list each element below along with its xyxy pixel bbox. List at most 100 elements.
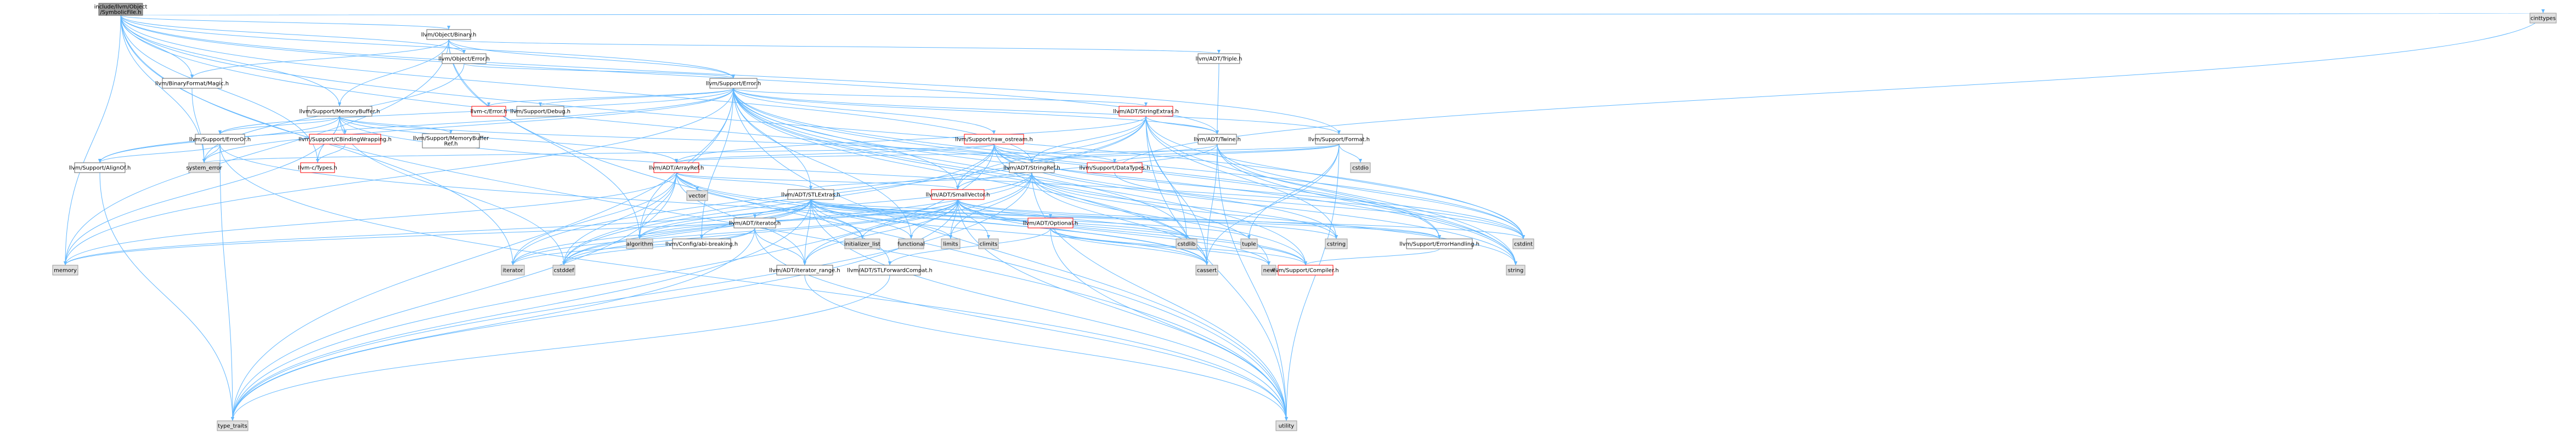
graph-node-stlfwd[interactable]: llvm/ADT/STLForwardCompat.h	[847, 265, 933, 276]
dependency-edge	[65, 199, 811, 266]
node-label: llvm/BinaryFormat/Magic.h	[155, 81, 229, 87]
dependency-edge	[1286, 144, 1340, 421]
graph-node-functional: functional	[897, 238, 925, 249]
node-box	[217, 420, 248, 431]
dependency-edge	[563, 199, 958, 266]
graph-node-magic[interactable]: llvm/BinaryFormat/Magic.h	[155, 78, 229, 89]
graph-node-cbinding[interactable]: llvm/Support/CBindingWrapping.h	[298, 134, 392, 145]
dependency-edge	[191, 88, 205, 163]
graph-node-objbinary[interactable]: llvm/Object/Binary.h	[421, 29, 477, 40]
dependency-edge	[810, 199, 890, 266]
edge-arrowhead	[1049, 214, 1052, 218]
graph-node-errorhandling[interactable]: llvm/Support/ErrorHandling.h	[1399, 238, 1479, 249]
graph-node-triple[interactable]: llvm/ADT/Triple.h	[1196, 53, 1242, 64]
dependency-edge	[639, 199, 811, 239]
edge-arrowhead	[1335, 235, 1338, 239]
dependency-edge	[65, 199, 958, 266]
edge-arrowhead	[1522, 235, 1525, 239]
graph-node-stringextras[interactable]: llvm/ADT/StringExtras.h	[1113, 106, 1179, 117]
node-label: utility	[1279, 424, 1295, 430]
dependency-edge	[563, 227, 755, 266]
node-label: memory	[54, 268, 77, 274]
edge-arrowhead	[231, 417, 234, 421]
graph-node-memorybuffer[interactable]: llvm/Support/MemoryBuffer.h	[299, 106, 380, 117]
edge-arrowhead	[700, 235, 703, 239]
dependency-edge	[232, 227, 755, 421]
graph-node-vector: vector	[686, 190, 708, 201]
graph-node-root[interactable]: include/llvm/Object/SymbolicFile.h	[94, 3, 148, 16]
dependency-edge	[232, 144, 995, 421]
dependency-edge	[1031, 144, 1340, 163]
graph-nodes: include/llvm/Object/SymbolicFile.h cintty…	[52, 3, 2557, 431]
dependency-edge	[810, 199, 951, 239]
graph-node-compiler[interactable]: llvm/Support/Compiler.h	[1272, 265, 1339, 276]
graph-node-stlextras[interactable]: llvm/ADT/STLExtras.h	[781, 189, 840, 200]
dependency-edge	[120, 15, 340, 107]
node-label: llvm/ADT/STLExtras.h	[781, 192, 840, 198]
graph-node-datatypes[interactable]: llvm/Support/DataTypes.h	[1079, 162, 1150, 173]
dependency-edge	[1145, 116, 1524, 239]
graph-node-smallvector[interactable]: llvm/ADT/SmallVector.h	[926, 189, 990, 200]
dependency-edge	[464, 63, 734, 79]
node-box	[1275, 420, 1297, 431]
node-box	[978, 238, 999, 249]
graph-node-alignof[interactable]: llvm/Support/AlignOf.h	[69, 162, 131, 173]
dependency-edge	[957, 144, 995, 190]
dependency-edge	[733, 88, 1516, 266]
graph-node-stringref[interactable]: llvm/ADT/StringRef.h	[1003, 162, 1060, 173]
dependency-edge	[889, 227, 1051, 266]
graph-node-tuple: tuple	[1240, 238, 1258, 249]
dependency-edge	[733, 88, 1146, 107]
node-box	[941, 238, 961, 249]
edge-arrowhead	[809, 186, 812, 190]
graph-node-format[interactable]: llvm/Support/Format.h	[1308, 134, 1370, 145]
node-box	[1278, 265, 1334, 276]
dependency-edge	[1217, 144, 1287, 421]
dependency-edge	[563, 144, 995, 266]
graph-node-ctypes[interactable]: llvm-c/Types.h	[298, 162, 337, 173]
graph-node-iterator[interactable]: llvm/ADT/iterator.h	[729, 218, 781, 228]
graph-node-objerror[interactable]: llvm/Object/Error.h	[438, 53, 490, 64]
dependency-edge	[754, 227, 805, 266]
node-label: include/llvm/Object	[94, 4, 148, 10]
edge-arrowhead	[1205, 261, 1208, 265]
node-box	[516, 106, 564, 117]
node-box	[858, 265, 921, 276]
dependency-edge	[1249, 144, 1340, 239]
node-box	[1512, 238, 1534, 249]
dependency-edge	[950, 199, 958, 239]
edge-arrowhead	[1359, 159, 1362, 163]
graph-node-optional[interactable]: llvm/ADT/Optional.h	[1023, 218, 1078, 228]
dependency-edge	[1217, 144, 1524, 239]
node-label: Ref.h	[444, 141, 458, 147]
node-label: llvm/Support/Debug.h	[510, 109, 570, 115]
node-label: string	[1508, 268, 1524, 274]
edge-arrowhead	[190, 75, 194, 78]
node-box	[686, 190, 708, 201]
node-label: iterator	[502, 268, 523, 274]
edge-arrowhead	[638, 235, 641, 239]
graph-node-arrayref[interactable]: llvm/ADT/ArrayRef.h	[649, 162, 704, 173]
graph-node-supporterror[interactable]: llvm/Support/Error.h	[706, 78, 761, 89]
graph-node-adttriple[interactable]: llvm/ADT/Twine.h	[1194, 134, 1241, 145]
node-box	[1195, 265, 1218, 276]
graph-node-debug[interactable]: llvm/Support/Debug.h	[510, 106, 570, 117]
dependency-edge	[810, 199, 1524, 239]
dependency-edge	[804, 199, 811, 266]
node-label: llvm/Support/DataTypes.h	[1079, 165, 1150, 172]
graph-node-erroror[interactable]: llvm/Support/ErrorOr.h	[189, 134, 251, 145]
dependency-edge	[1031, 116, 1146, 163]
graph-node-iterrange[interactable]: llvm/ADT/iterator_range.h	[769, 265, 840, 276]
graph-node-configbreak[interactable]: llvm/Config/abi-breaking.h	[665, 238, 738, 249]
dependency-edge	[448, 39, 734, 79]
node-label: type_traits	[218, 424, 247, 430]
edge-arrowhead	[338, 102, 341, 106]
graph-node-rawostream[interactable]: llvm/Support/raw_ostream.h	[955, 134, 1033, 145]
graph-node-cerror[interactable]: llvm-c/Error.h	[471, 106, 507, 117]
graph-node-cinttypes: cinttypes	[2529, 13, 2557, 24]
dependency-edge	[810, 199, 912, 239]
node-label: llvm/Support/raw_ostream.h	[955, 137, 1033, 143]
node-label: limits	[943, 242, 958, 248]
dependency-edge	[339, 116, 1524, 239]
